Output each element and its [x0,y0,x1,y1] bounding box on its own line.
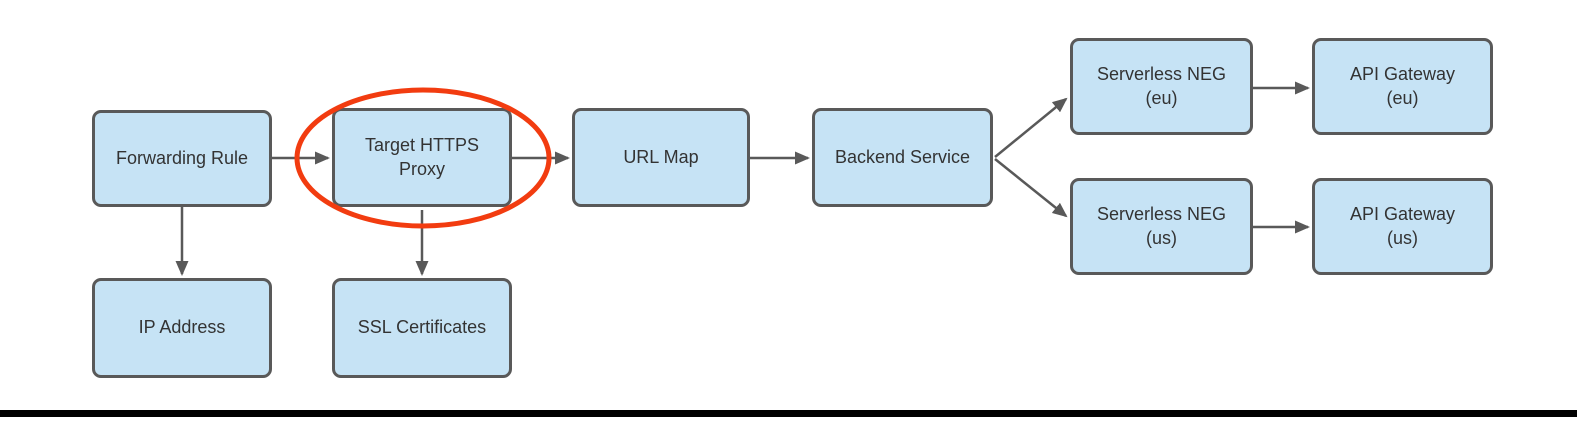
arrow-backend-service-to-serverless-neg-eu [994,97,1068,158]
node-label: IP Address [138,317,226,338]
bottom-border-line [0,410,1577,417]
node-api-gateway-eu: API Gateway (eu) [1312,38,1493,135]
node-serverless-neg-eu: Serverless NEG (eu) [1070,38,1253,135]
node-label: API Gateway [1349,204,1456,225]
node-label: Serverless NEG [1096,64,1227,85]
node-label: Forwarding Rule [115,147,249,168]
node-label: (eu) [1145,87,1178,108]
node-ip-address: IP Address [92,278,272,378]
node-forwarding-rule: Forwarding Rule [92,110,272,207]
node-label: Proxy [398,158,445,179]
node-target-https-proxy: Target HTTPS Proxy [332,108,512,207]
node-label: API Gateway [1349,64,1456,85]
node-label: (us) [1387,227,1418,248]
arrow-backend-service-to-serverless-neg-us [994,158,1068,218]
node-label: Serverless NEG [1096,204,1227,225]
node-backend-service: Backend Service [812,108,993,207]
node-serverless-neg-us: Serverless NEG (us) [1070,178,1253,275]
node-url-map: URL Map [572,108,750,207]
node-ssl-certificates: SSL Certificates [332,278,512,378]
node-label: URL Map [623,146,699,167]
node-label: (eu) [1386,87,1419,108]
node-label: Backend Service [834,146,971,167]
node-label: (us) [1146,227,1177,248]
node-label: SSL Certificates [357,317,487,338]
node-label: Target HTTPS [364,135,480,156]
node-api-gateway-us: API Gateway (us) [1312,178,1493,275]
